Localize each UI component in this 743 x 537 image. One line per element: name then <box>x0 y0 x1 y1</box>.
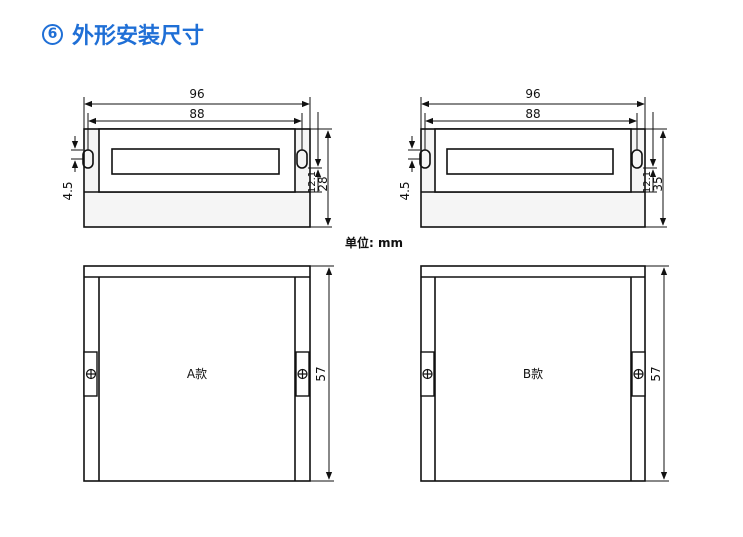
slot-height-label-a: 12.1 <box>307 171 318 193</box>
display-window-b <box>446 148 614 175</box>
front-view-b <box>419 128 646 228</box>
unit-label: 单位: mm <box>345 235 403 250</box>
model-label-b: B款 <box>523 367 543 381</box>
section-title-text: 外形安装尺寸 <box>72 24 205 49</box>
front-view-a <box>82 128 311 228</box>
width-outer-label-b: 96 <box>525 87 540 101</box>
front-dimension-labels-b: 96 88 4.5 12.1 35 <box>398 87 665 201</box>
depth-dimension-b <box>645 265 669 482</box>
front-panel-b <box>434 128 632 193</box>
front-dimension-labels-a: 96 88 4.5 12.1 28 <box>61 87 330 201</box>
width-inner-label-a: 88 <box>189 107 204 121</box>
display-window-a <box>111 148 280 175</box>
depth-label-a: 57 <box>314 366 328 381</box>
height-label-b: 35 <box>651 176 665 191</box>
model-label-a: A款 <box>187 367 207 381</box>
front-dimensions-b <box>408 97 667 228</box>
width-outer-label-a: 96 <box>189 87 204 101</box>
mount-tab-left-a <box>83 351 98 397</box>
depth-dimension-a <box>310 265 334 482</box>
height-label-a: 28 <box>316 176 330 191</box>
front-panel-a <box>98 128 296 193</box>
crossed-circle-icon <box>633 368 644 380</box>
slot-height-label-b: 12.1 <box>642 171 653 193</box>
width-inner-label-b: 88 <box>525 107 540 121</box>
crossed-circle-icon <box>422 368 433 380</box>
hole-offset-label-a: 4.5 <box>61 181 75 200</box>
mount-tab-left-b <box>420 351 435 397</box>
front-dimensions-a <box>71 97 332 228</box>
hole-offset-label-b: 4.5 <box>398 181 412 200</box>
depth-label-b: 57 <box>649 366 663 381</box>
circled-number-icon: 6 <box>42 23 63 45</box>
crossed-circle-icon <box>85 368 97 380</box>
crossed-circle-icon <box>297 368 308 380</box>
section-title: 6 外形安装尺寸 <box>42 18 204 50</box>
mount-tab-right-b <box>631 351 646 397</box>
mount-tab-right-a <box>295 351 310 397</box>
